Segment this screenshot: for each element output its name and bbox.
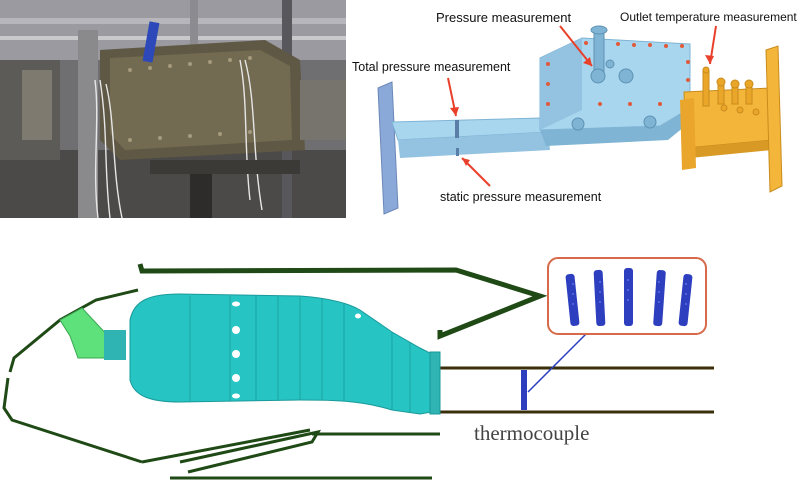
combustor-schematic: thermocouple [2, 257, 714, 480]
casing-left-bottom [2, 377, 143, 464]
fuel-nozzle [59, 307, 111, 359]
cad-model [377, 25, 783, 215]
probe-4 [653, 269, 666, 327]
cad-arrows [447, 25, 717, 187]
combustor-liner [129, 293, 433, 415]
casing-top [137, 263, 548, 340]
static-pressure-tap [456, 148, 459, 156]
left-flange [377, 81, 399, 215]
dilution-holes [232, 301, 361, 399]
label-outlet-temperature: Outlet temperature measurement [620, 10, 797, 24]
probe-5 [678, 274, 693, 327]
label-pressure-measurement: Pressure measurement [436, 10, 571, 25]
thermocouple-probe-group [565, 268, 693, 327]
label-total-pressure: Total pressure measurement [352, 60, 511, 74]
callout-line [527, 331, 589, 393]
label-thermocouple: thermocouple [474, 421, 589, 445]
thermocouple-probe [521, 370, 527, 410]
outlet-probes [702, 66, 760, 116]
test-rig-photo [0, 0, 346, 219]
pressure-ports [571, 25, 657, 131]
probe-2 [593, 269, 606, 327]
total-pressure-probe [455, 120, 459, 138]
label-static-pressure: static pressure measurement [440, 190, 602, 204]
probe-3 [624, 268, 633, 326]
outlet-flange [765, 45, 783, 193]
casing-bottom [179, 429, 322, 474]
probe-1 [565, 273, 580, 326]
outlet-section [683, 87, 773, 149]
